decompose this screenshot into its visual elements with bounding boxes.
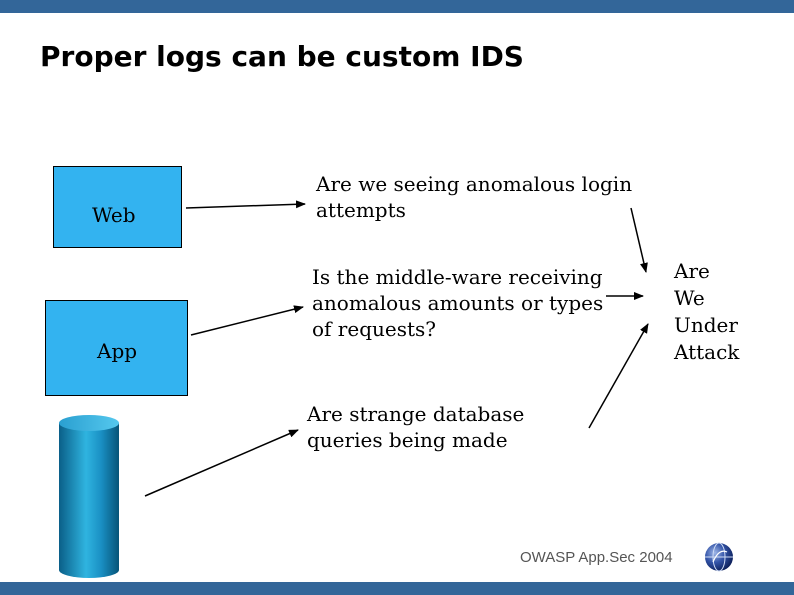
app-server-box: App <box>45 300 188 396</box>
app-label: App <box>97 339 138 363</box>
slide-title: Proper logs can be custom IDS <box>40 40 524 73</box>
login-anomaly-question: Are we seeing anomalous login attempts <box>316 172 633 222</box>
web-to-login-arrow <box>185 200 306 209</box>
conclusion-line: Attack <box>674 340 740 364</box>
web-server-box: Web <box>53 166 182 248</box>
app-to-middleware-arrow <box>190 305 304 336</box>
database-query-question: Are strange database queries being made <box>307 402 525 452</box>
under-attack-conclusion: Are We Under Attack <box>674 258 754 366</box>
login-to-attack-arrow <box>630 207 648 273</box>
database-cylinder-icon <box>59 415 119 578</box>
web-label: Web <box>92 203 136 227</box>
footer-text: OWASP App.Sec 2004 <box>520 549 673 566</box>
db-to-query-arrow <box>144 429 299 497</box>
query-to-attack-arrow <box>588 323 649 429</box>
conclusion-line: Are <box>674 259 710 283</box>
conclusion-line: Under <box>674 313 738 337</box>
middleware-anomaly-question: Is the middle-ware receiving anomalous a… <box>312 265 604 341</box>
conclusion-line: We <box>674 286 705 310</box>
owasp-globe-logo <box>705 542 733 572</box>
header-bar <box>0 0 794 13</box>
footer-bar <box>0 582 794 595</box>
